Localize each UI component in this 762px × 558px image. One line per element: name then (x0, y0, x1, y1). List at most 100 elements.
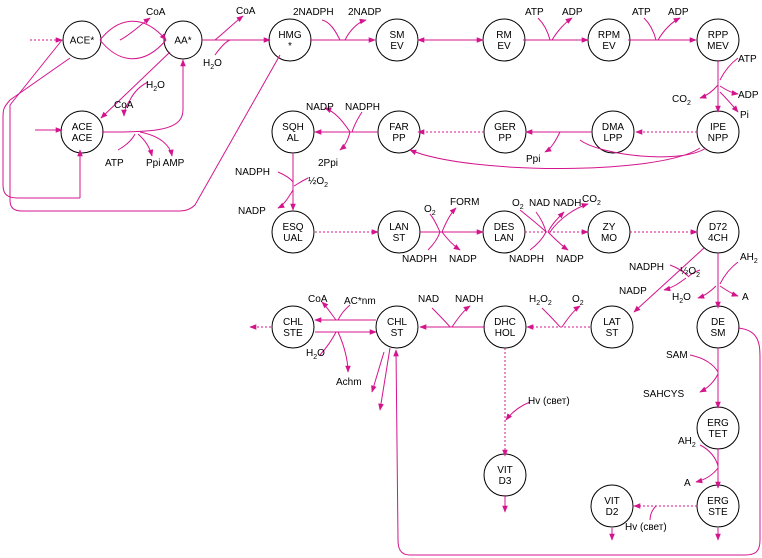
ppi2-out (339, 131, 351, 151)
label-nad-des: NAD (529, 198, 550, 209)
node-label: 4CH (708, 233, 728, 244)
node-label: D3 (499, 476, 512, 487)
node-label: RM (496, 30, 512, 41)
label-atp-1: ATP (525, 7, 544, 18)
node-label: GER (494, 122, 516, 133)
node-label: SM (390, 30, 405, 41)
node-label: * (288, 41, 292, 52)
label-half-o2-1: ½O2 (308, 176, 328, 189)
atp-in-1 (537, 17, 551, 41)
node-label: STE (283, 328, 303, 339)
arrow-left-loop (2, 57, 80, 199)
chlst-down-2 (371, 351, 385, 393)
node-label: RPP (708, 30, 729, 41)
node-label: DE (711, 317, 725, 328)
label-nadh-des: NADH (553, 198, 581, 209)
ppi-ger-out (544, 131, 561, 153)
label-2nadph: 2NADPH (293, 7, 334, 18)
nadp-des-out (547, 231, 569, 251)
label-nad-dhc: NAD (418, 294, 439, 305)
node-label: ERG (707, 418, 729, 429)
label-o2-des: O2 (512, 198, 524, 211)
arrow-ipe-to-ger (579, 139, 707, 158)
pi-out-1 (719, 91, 739, 113)
label-2ppi: 2Ppi (318, 158, 338, 169)
adp-out-2 (657, 17, 681, 41)
label-ah2-2: AH2 (678, 436, 696, 449)
label-ah2-1: AH2 (740, 252, 758, 265)
nadh-des-out (547, 211, 565, 233)
arrow-ace-aa-lower (99, 39, 167, 60)
label-coa-2: CoA (236, 6, 256, 17)
label-coa-4: CoA (308, 294, 328, 305)
label-nadp-d72: NADP (619, 286, 647, 297)
node-label: MEV (707, 41, 729, 52)
amp-out (139, 131, 174, 157)
node-label: NPP (708, 133, 729, 144)
node-label: CHL (283, 317, 303, 328)
node-label: LAN (494, 233, 513, 244)
node-label: ZY (603, 222, 616, 233)
atp-in-2 (643, 17, 657, 41)
label-h2-lat: H2O2 (529, 294, 552, 307)
pathway-arrows (2, 20, 761, 556)
node-label: D2 (606, 507, 619, 518)
nad-dhc-in (431, 307, 451, 328)
node-circle (271, 305, 315, 349)
label-2nadp: 2NADP (348, 7, 382, 18)
nadph-sq-in (351, 111, 363, 133)
node-label: FAR (389, 122, 408, 133)
node-label: ESQ (282, 222, 303, 233)
label-nadph-esq: NADPH (235, 167, 270, 178)
arrow-aa-to-aceace (100, 51, 171, 119)
label-hv-2: Hv (свет) (625, 522, 667, 533)
label-ppi-amp: Ppi AMP (146, 158, 185, 169)
nadph-des-in (529, 231, 547, 251)
node-label: EV (390, 41, 404, 52)
coa-out-1 (119, 17, 151, 41)
node-label: ACE* (70, 36, 95, 47)
form-out (441, 207, 457, 233)
half-o2-d72-in (687, 269, 701, 278)
node-label: ST (393, 233, 406, 244)
coa-out-2 (214, 15, 244, 41)
node-label: CHL (387, 317, 407, 328)
atp-in-3 (719, 57, 739, 81)
label-coa-3: CoA (114, 100, 134, 111)
label-h2o-2: H2O (146, 80, 165, 93)
arrow-chlst-down (378, 347, 391, 411)
label-atp-ace: ATP (105, 158, 124, 169)
label-form: FORM (450, 197, 479, 208)
node-label: ST (391, 328, 404, 339)
node-label: ACE (72, 133, 93, 144)
arrow-hmg-loop (9, 39, 281, 212)
h2o-chl-in (319, 331, 337, 356)
node-circle (271, 210, 315, 254)
node-label: LAT (603, 317, 621, 328)
adp-out-1 (551, 17, 573, 41)
cofactor-labels: CoA CoA H2O 2NADPH 2NADP ATP ADP ATP ADP… (105, 6, 759, 533)
nadh-dhc-out (451, 305, 471, 328)
node-ace-star: ACE* (62, 20, 102, 60)
node-label: EV (497, 41, 511, 52)
label-nadp-sq: NADP (306, 102, 334, 113)
label-nadp-des: NADP (556, 254, 584, 265)
ah2-2-in (699, 444, 719, 467)
nadph-esq-in (277, 171, 294, 183)
label-o2-lan: O2 (424, 204, 436, 217)
node-label: IPE (710, 122, 726, 133)
hv-2-in (649, 505, 657, 521)
label-nadp-lan: NADP (449, 254, 477, 265)
